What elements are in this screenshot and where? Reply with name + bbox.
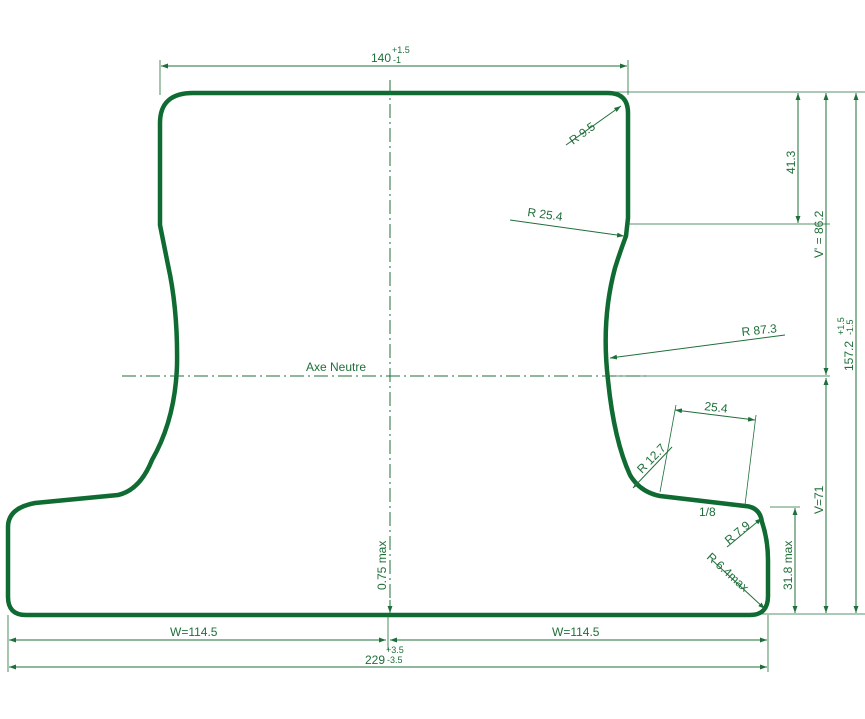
base-width-tol-lower: -3.5 xyxy=(387,655,403,665)
axe-neutre-label: Axe Neutre xyxy=(306,360,366,374)
dim-25-4-line xyxy=(674,408,756,422)
base-width-tol-upper: +3.5 xyxy=(386,645,404,655)
top-width-tol-upper: +1.5 xyxy=(392,45,410,55)
r-9-5-label: R 9.5 xyxy=(567,119,599,147)
r-87-3-label: R 87.3 xyxy=(741,321,778,339)
w-right-label: W=114.5 xyxy=(552,625,600,639)
dim-25-4-label: 25.4 xyxy=(704,399,729,416)
r-12-7-leader xyxy=(632,446,673,489)
r-9-5-leader xyxy=(565,105,622,146)
top-width-tol-lower: -1 xyxy=(393,55,401,65)
r-6-4max-label: R 6.4max xyxy=(704,550,752,595)
dim-0-75-max-label: 0.75 max xyxy=(375,541,389,590)
total-height-tol-lower: -1.5 xyxy=(845,319,855,335)
base-width-label: 229 xyxy=(365,653,385,667)
dim-25-4-ext-left xyxy=(659,404,677,493)
r-87-3-leader xyxy=(609,334,786,360)
dim-25-4-ext-right xyxy=(744,414,757,506)
v-71-label: V=71 xyxy=(812,485,826,514)
r-6-4max-leader xyxy=(711,559,766,610)
top-width-label: 140 xyxy=(371,51,391,65)
dim-31-8-max-label: 31.8 max xyxy=(781,541,795,590)
total-height-tol-upper: +1.5 xyxy=(836,317,846,335)
slope-label: 1/8 xyxy=(699,505,716,519)
dim-41-3-label: 41.3 xyxy=(784,150,798,174)
r-25-4-leader xyxy=(509,219,625,238)
rail-outline xyxy=(5,90,771,618)
total-height-label: 157.2 xyxy=(842,341,856,371)
r-25-4-label: R 25.4 xyxy=(527,205,564,224)
r-7-9-label: R 7.9 xyxy=(722,518,753,547)
w-left-label: W=114.5 xyxy=(170,625,218,639)
r-7-9-leader xyxy=(726,517,763,548)
v-prime-label: V' = 86.2 xyxy=(812,210,826,258)
